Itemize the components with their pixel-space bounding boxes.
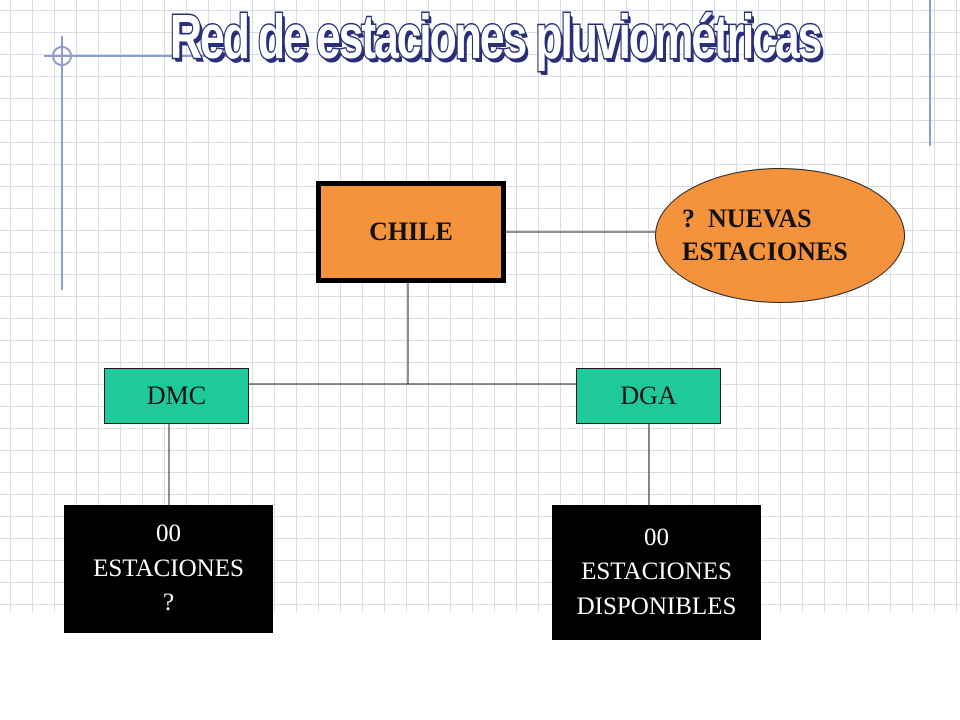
decor-line-right	[929, 0, 931, 146]
decor-line-left	[61, 36, 63, 290]
node-dmc-stations: 00 ESTACIONES ?	[64, 505, 273, 633]
dga-stations-note: DISPONIBLES	[576, 592, 737, 620]
node-nuevas-line1: ? NUEVAS	[682, 204, 812, 233]
dmc-stations-note: ?	[162, 589, 175, 617]
dga-stations-label: ESTACIONES	[581, 558, 732, 586]
dmc-stations-count: 00	[156, 520, 181, 548]
dga-stations-count: 00	[644, 523, 669, 551]
node-nuevas-line2: ESTACIONES	[682, 236, 848, 266]
corner-circle-ornament-icon	[52, 46, 72, 66]
node-dga-label: DGA	[620, 381, 677, 410]
node-dmc: DMC	[104, 368, 249, 424]
node-dmc-label: DMC	[146, 381, 207, 410]
dmc-stations-label: ESTACIONES	[93, 554, 244, 582]
node-chile: CHILE	[316, 181, 506, 283]
node-chile-label: CHILE	[369, 217, 453, 246]
node-dga: DGA	[576, 368, 721, 424]
node-nuevas-estaciones: ? NUEVAS ESTACIONES	[655, 168, 905, 303]
slide-title: Red de estaciones pluviométricas	[169, 2, 824, 74]
decor-line-top	[44, 55, 234, 57]
node-dga-stations: 00 ESTACIONES DISPONIBLES	[552, 505, 761, 640]
